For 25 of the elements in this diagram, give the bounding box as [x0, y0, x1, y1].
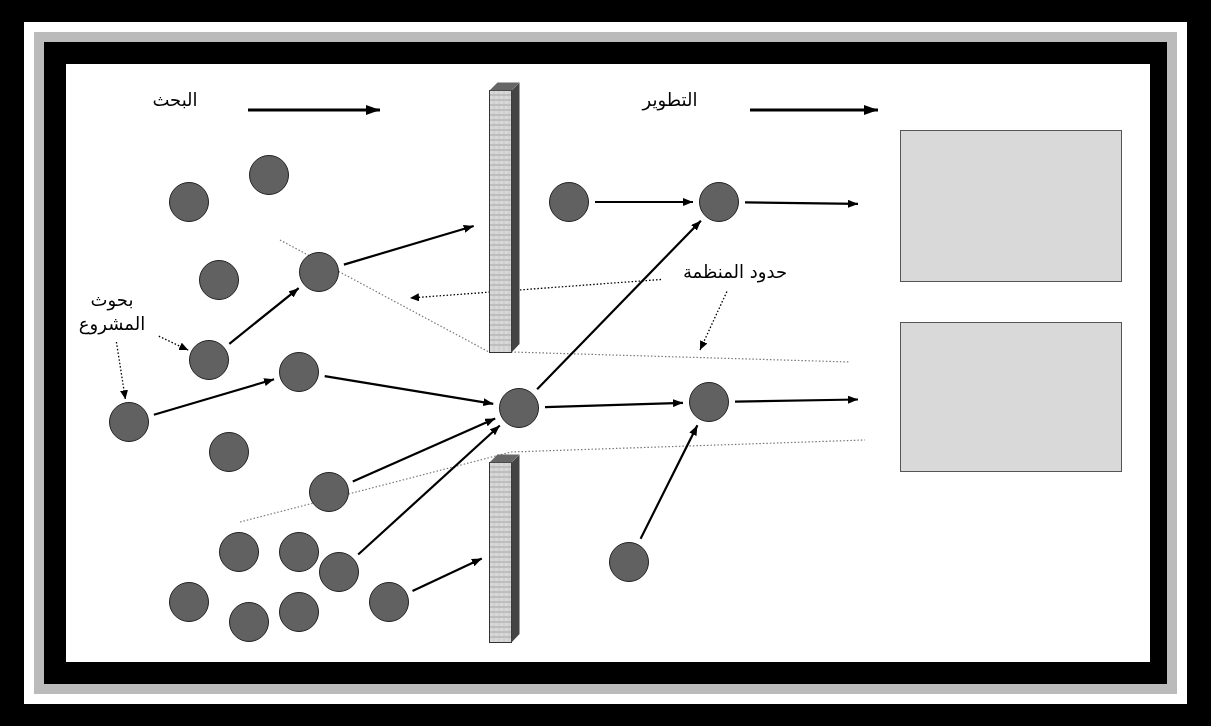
- arrow: [735, 395, 858, 404]
- arrow: [153, 378, 275, 416]
- rectangle: [900, 130, 1122, 282]
- arrow: [595, 198, 693, 206]
- heading: البحث: [151, 88, 199, 112]
- leader-line: [409, 278, 662, 302]
- arrow: [544, 399, 684, 409]
- arrow: [745, 199, 858, 208]
- arrow: [357, 424, 501, 556]
- arrow: [536, 219, 702, 391]
- leader-line: [115, 341, 128, 400]
- arrow: [228, 287, 300, 345]
- leader-line: [158, 335, 189, 351]
- leader-line: [699, 290, 728, 351]
- arrow: [324, 375, 494, 407]
- arrow: [639, 424, 699, 540]
- annotation-text: حدود المنظمة: [665, 260, 805, 284]
- heading: التطوير: [640, 88, 699, 112]
- rectangle: [900, 322, 1122, 472]
- arrow: [343, 224, 474, 266]
- arrow: [352, 417, 496, 483]
- wall-bar: [489, 82, 520, 353]
- annotation-text: بحوث المشروع: [67, 288, 157, 336]
- wall-bar: [489, 454, 520, 643]
- arrow: [412, 557, 483, 592]
